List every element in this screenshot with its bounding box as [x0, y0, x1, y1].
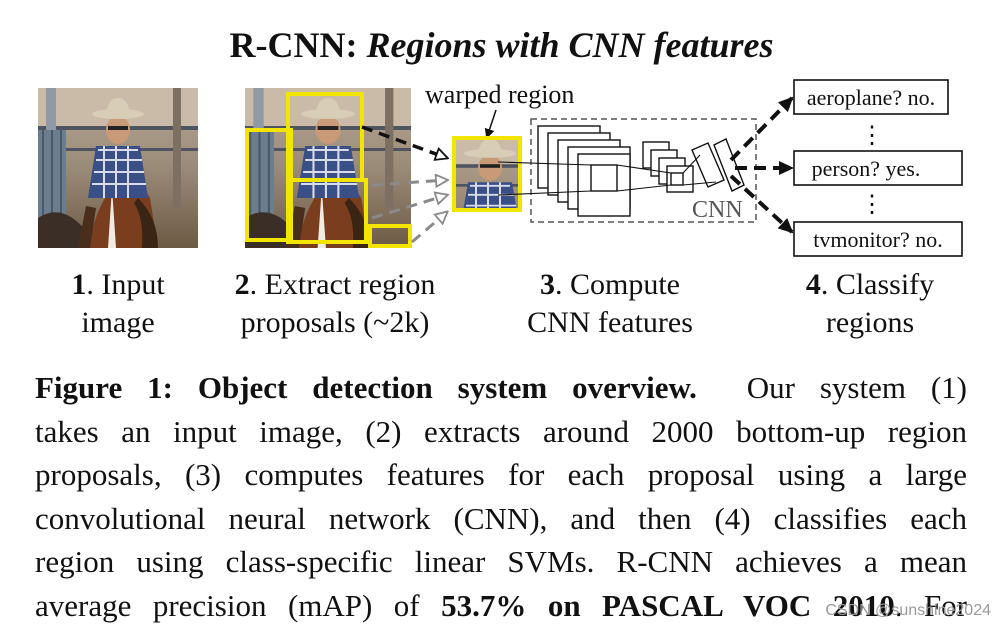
proposals-image [245, 88, 411, 248]
caption-line-5: region using class-specific linear SVMs.… [35, 540, 967, 584]
warped-region-pointer [487, 110, 496, 137]
caption-line-2: takes an input image, (2) extracts aroun… [35, 410, 967, 454]
watermark: CSDN @sunshine2024 [825, 602, 991, 620]
class-box-aeroplane: aeroplane? no. [794, 80, 948, 114]
class-arrow [731, 98, 792, 160]
caption-line-4: convolutional neural network (CNN), and … [35, 497, 967, 541]
ellipsis-2: ⋮ [860, 192, 884, 218]
cnn-label: CNN [692, 197, 743, 223]
ellipsis-1: ⋮ [860, 123, 884, 149]
caption-line-1: Figure 1: Object detection system overvi… [35, 366, 967, 410]
step-1-label: 1. Input image [38, 266, 198, 342]
class-label-person: person? yes. [812, 156, 921, 181]
caption-label: Figure 1: Object detection system overvi… [35, 370, 697, 405]
class-label-aeroplane: aeroplane? no. [807, 85, 935, 110]
step-3-label: 3. Compute CNN features [490, 266, 730, 342]
warped-region-label: warped region [425, 80, 574, 109]
class-label-tvmonitor: tvmonitor? no. [813, 227, 943, 252]
input-image [38, 88, 198, 248]
caption-line-3: proposals, (3) computes features for eac… [35, 453, 967, 497]
step-4-label: 4. Classify regions [760, 266, 980, 342]
proposal-arrow [412, 212, 447, 242]
figure-caption: Figure 1: Object detection system overvi… [35, 366, 967, 627]
step-2-label: 2. Extract region proposals (~2k) [200, 266, 470, 342]
class-box-tvmonitor: tvmonitor? no. [794, 222, 962, 256]
class-box-person: person? yes. [794, 151, 962, 185]
